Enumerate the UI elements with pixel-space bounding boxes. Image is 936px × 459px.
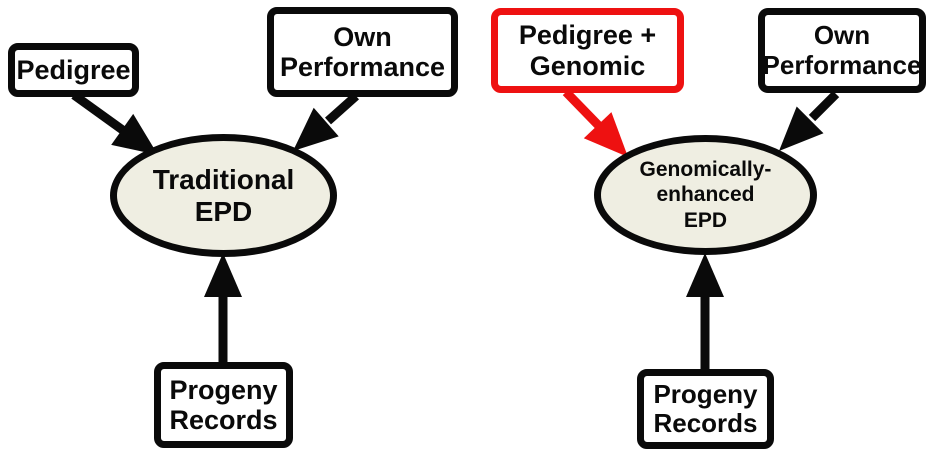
pedigree-genomic-box: Pedigree + Genomic	[491, 8, 684, 93]
genomically-enhanced-epd-ellipse: Genomically- enhanced EPD	[594, 135, 817, 255]
arrow-pedigree-to-traditional-epd	[71, 91, 158, 155]
arrow-progeny-to-genomic-epd	[686, 253, 724, 371]
own-performance-box-left: Own Performance	[267, 7, 458, 97]
arrow-own-performance-to-traditional-epd	[293, 92, 359, 151]
pedigree-box: Pedigree	[8, 43, 139, 97]
own-performance-box-right: Own Performance	[758, 8, 926, 93]
arrow-progeny-to-traditional-epd	[204, 253, 242, 364]
progeny-records-box-right: Progeny Records	[637, 369, 774, 449]
traditional-epd-ellipse: Traditional EPD	[110, 134, 337, 257]
arrow-own-performance-to-genomic-epd	[779, 90, 840, 151]
progeny-records-box-left: Progeny Records	[154, 362, 293, 448]
arrow-pedigree-genomic-to-genomic-epd	[562, 88, 628, 157]
